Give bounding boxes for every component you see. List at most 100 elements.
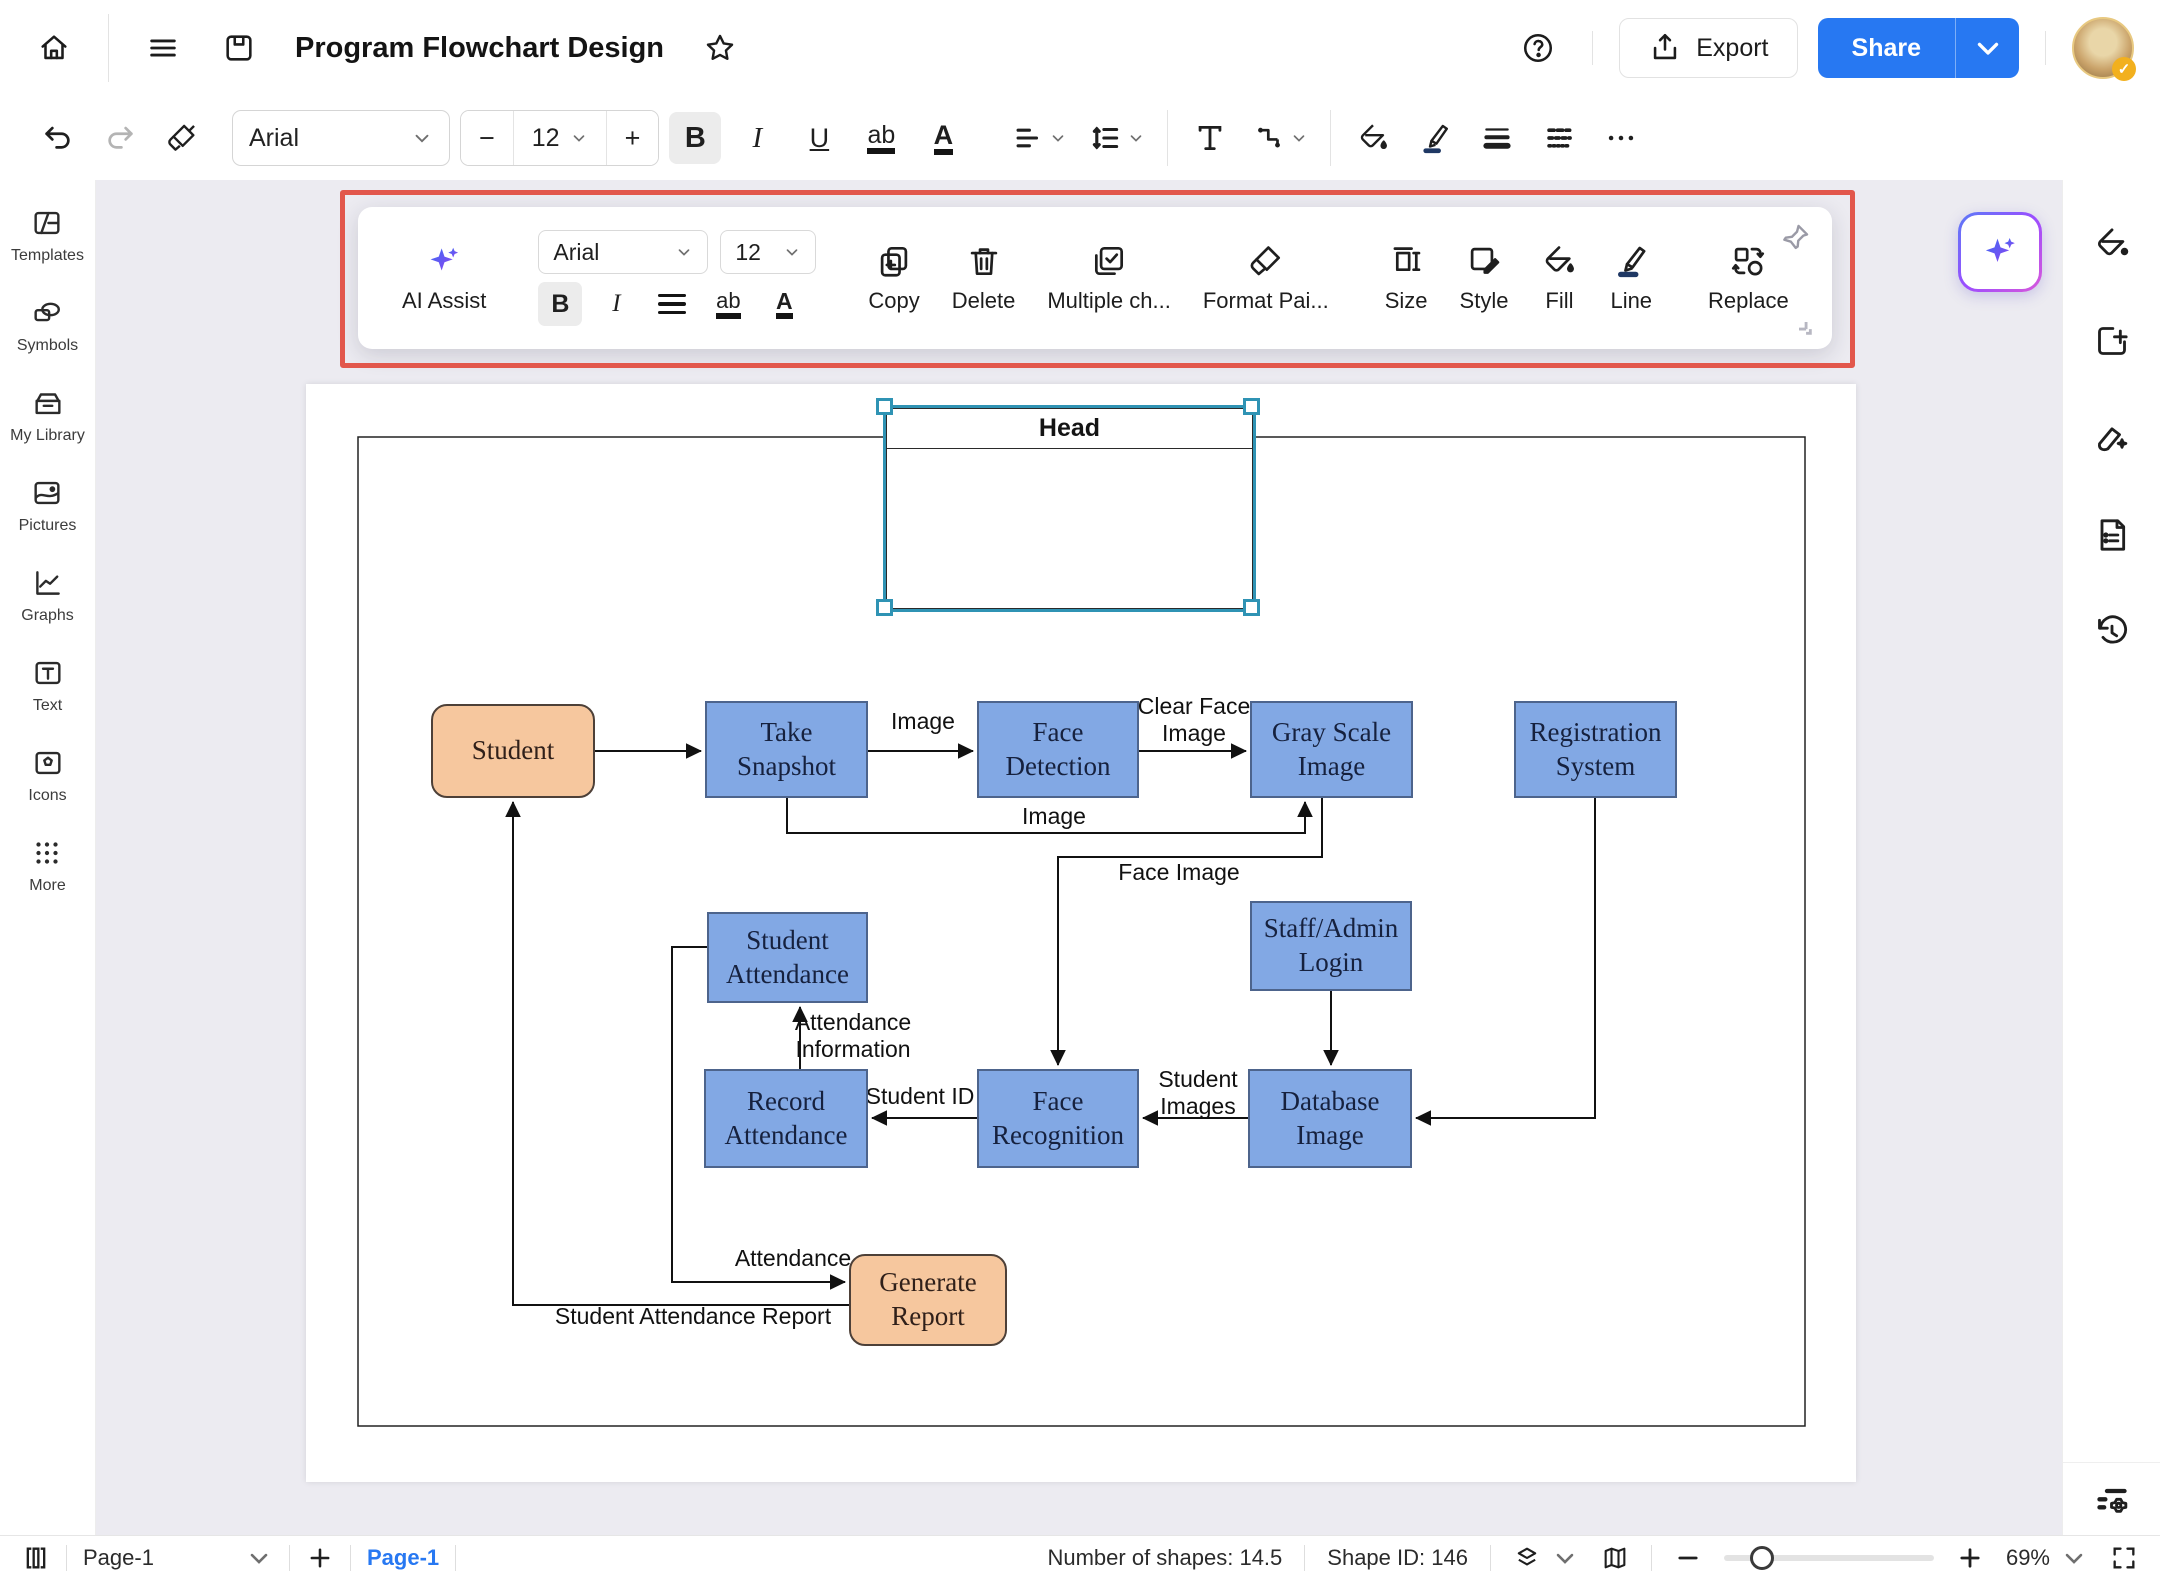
add-page-button[interactable] (306, 1544, 334, 1572)
layers-button[interactable] (1513, 1544, 1579, 1572)
text-align-button[interactable] (1005, 112, 1073, 164)
selection-handle[interactable] (1243, 398, 1260, 415)
context-copy-button[interactable]: Copy (854, 242, 933, 314)
context-italic-button[interactable]: I (612, 290, 621, 317)
context-font-size-select[interactable]: 12 (720, 230, 817, 274)
context-line-button[interactable]: Line (1596, 242, 1666, 314)
italic-button[interactable]: I (752, 121, 763, 154)
favorite-button[interactable] (692, 20, 748, 76)
user-avatar[interactable]: ✓ (2072, 17, 2136, 81)
context-format-pai-button[interactable]: Format Pai... (1189, 242, 1343, 314)
context-replace-button[interactable]: Replace (1694, 242, 1803, 314)
save-button[interactable] (211, 20, 267, 76)
document-title[interactable]: Program Flowchart Design (295, 31, 665, 64)
main-menu-button[interactable] (135, 20, 191, 76)
fill-style-button[interactable] (2092, 224, 2132, 269)
export-button[interactable]: Export (1619, 18, 1798, 78)
context-highlight-button[interactable]: ab (706, 282, 750, 326)
line-color-button[interactable] (1409, 112, 1461, 164)
flow-node-student[interactable]: Student (431, 704, 595, 798)
flow-edge[interactable] (671, 946, 846, 1290)
sidebar-item-templates[interactable]: Templates (11, 206, 84, 266)
insert-text-button[interactable] (1184, 112, 1236, 164)
font-size-select[interactable]: 12 (512, 111, 607, 165)
context-size-button[interactable]: Size (1371, 242, 1442, 314)
sidebar-item-symbols[interactable]: Symbols (17, 296, 78, 356)
help-button[interactable] (1510, 20, 1566, 76)
undo-button[interactable] (32, 112, 84, 164)
brush-theme-button[interactable] (2092, 418, 2132, 463)
zoom-out-button[interactable] (1674, 1544, 1702, 1572)
canvas-settings-button[interactable] (2063, 1462, 2160, 1521)
fullscreen-button[interactable] (2110, 1544, 2138, 1572)
underline-button[interactable]: U (809, 122, 830, 153)
insert-frame-button[interactable] (2092, 321, 2132, 366)
selected-shape-head[interactable]: Head (886, 408, 1253, 609)
history-button[interactable] (2092, 612, 2132, 657)
flow-node-database-image[interactable]: Database Image (1248, 1069, 1412, 1168)
flow-node-face-recognition[interactable]: Face Recognition (977, 1069, 1139, 1168)
flow-node-face-detection[interactable]: Face Detection (977, 701, 1139, 798)
sidebar-item-pictures[interactable]: Pictures (19, 476, 76, 536)
flow-node-take-snapshot[interactable]: Take Snapshot (705, 701, 868, 798)
format-painter-button[interactable] (156, 112, 208, 164)
sidebar-item-my-library[interactable]: My Library (10, 386, 85, 446)
sidebar-item-graphs[interactable]: Graphs (21, 566, 74, 626)
sidebar-item-icons[interactable]: Icons (28, 746, 67, 806)
flow-node-gray-scale-image[interactable]: Gray Scale Image (1250, 701, 1413, 798)
font-family-select[interactable]: Arial (232, 110, 450, 166)
edge-label[interactable]: Image (1022, 803, 1086, 829)
edge-label[interactable]: Attendance (735, 1245, 851, 1271)
line-style-button[interactable] (1533, 112, 1585, 164)
page-tab[interactable]: Page-1 (367, 1545, 440, 1570)
edge-label[interactable]: Face Image (1118, 859, 1239, 885)
edge-label[interactable]: Image (891, 708, 955, 734)
flow-edge[interactable] (505, 801, 849, 1306)
selection-handle[interactable] (876, 398, 893, 415)
context-bold-button[interactable]: B (538, 282, 583, 326)
home-button[interactable] (26, 20, 82, 76)
flow-node-student-attendance[interactable]: Student Attendance (707, 912, 868, 1003)
pin-toolbar-icon[interactable] (1778, 221, 1812, 255)
edge-label[interactable]: Student Attendance Report (555, 1303, 832, 1329)
ai-assistant-fab[interactable] (1958, 212, 2042, 292)
zoom-slider[interactable] (1723, 1546, 1934, 1570)
selection-handle[interactable] (876, 599, 893, 616)
sidebar-item-more[interactable]: More (29, 836, 66, 896)
flow-edge[interactable] (1050, 798, 1323, 1066)
zoom-level-select[interactable]: 69% (2006, 1544, 2088, 1572)
flow-edge[interactable] (1415, 798, 1596, 1126)
flow-node-registration-system[interactable]: Registration System (1514, 701, 1677, 798)
pages-panel-button[interactable] (22, 1544, 50, 1572)
flow-node-record-attendance[interactable]: Record Attendance (704, 1069, 868, 1168)
context-multiple-ch-button[interactable]: Multiple ch... (1033, 242, 1185, 314)
zoom-in-button[interactable] (1956, 1544, 1984, 1572)
flow-node-staff-admin-login[interactable]: Staff/Admin Login (1250, 901, 1412, 991)
context-style-button[interactable]: Style (1446, 242, 1523, 314)
notes-outline-button[interactable] (2092, 515, 2132, 560)
sidebar-item-text[interactable]: Text (31, 656, 65, 716)
line-weight-button[interactable] (1471, 112, 1523, 164)
page-selector[interactable]: Page-1 (83, 1544, 273, 1572)
context-font-color-button[interactable]: A (762, 282, 806, 326)
text-highlight-button[interactable]: ab (867, 122, 896, 155)
connector-button[interactable] (1246, 112, 1314, 164)
selection-handle[interactable] (1243, 599, 1260, 616)
more-tools-button[interactable] (1595, 112, 1647, 164)
flow-edge[interactable] (786, 798, 1313, 834)
line-spacing-button[interactable] (1083, 112, 1151, 164)
bold-button[interactable]: B (669, 112, 722, 164)
fill-color-button[interactable] (1347, 112, 1399, 164)
share-dropdown-button[interactable] (1955, 18, 2019, 78)
resize-corner-icon[interactable] (1782, 305, 1816, 339)
context-align-button[interactable] (650, 282, 694, 326)
font-size-decrease-button[interactable]: − (461, 111, 513, 165)
ai-assist-button[interactable]: AI Assist (388, 242, 500, 314)
font-size-increase-button[interactable]: + (606, 111, 659, 165)
share-button[interactable]: Share (1817, 18, 1955, 78)
edge-label[interactable]: Student ID (866, 1083, 975, 1109)
